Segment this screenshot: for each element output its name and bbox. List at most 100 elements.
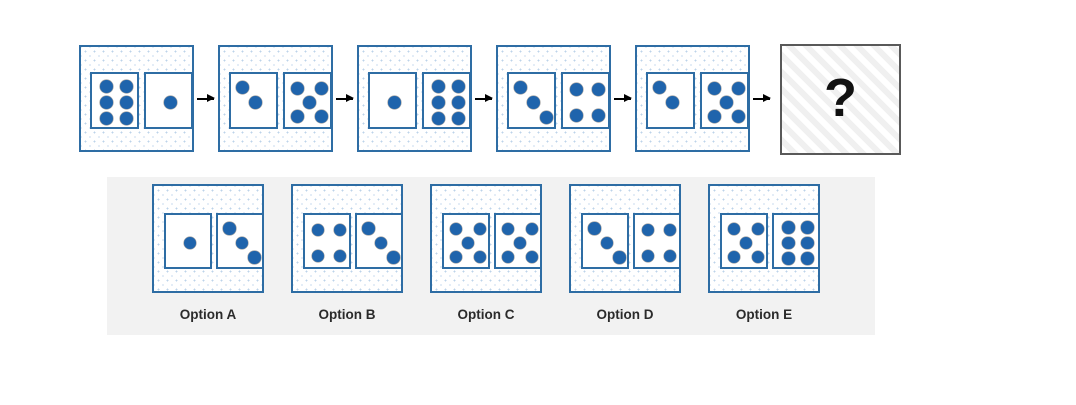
question-panel: ?	[780, 44, 901, 155]
option-label-B[interactable]: Option B	[318, 307, 376, 322]
option-panel-B-right-die	[355, 213, 403, 269]
sequence-panel-2-left-die-dot-1	[236, 81, 250, 95]
sequence-panel-1-right-die-dot-1	[164, 96, 177, 109]
option-panel-B[interactable]	[291, 184, 403, 293]
sequence-panel-1-left-die-dot-3	[100, 96, 114, 109]
option-panel-C[interactable]	[430, 184, 542, 293]
sequence-panel-3-left-die-dot-1	[388, 96, 401, 109]
option-panel-E-right-die-dot-2	[801, 221, 814, 234]
sequence-panel-5-right-die	[700, 72, 749, 129]
option-panel-C-left-die-dot-2	[473, 222, 487, 236]
option-panel-E-left-die-dot-2	[751, 222, 765, 236]
sequence-panel-3-right-die-dot-3	[432, 96, 446, 109]
sequence-panel-1-right-die	[144, 72, 193, 129]
option-panel-B-right-die-dot-2	[374, 236, 388, 250]
sequence-panel-3-right-die-dot-1	[432, 80, 446, 94]
sequence-panel-3-left-die	[368, 72, 417, 129]
option-panel-E-right-die-dot-1	[782, 221, 795, 234]
sequence-panel-2-right-die-dot-3	[303, 96, 316, 109]
option-panel-C-left-die-dot-3	[461, 236, 475, 250]
sequence-panel-4-right-die-dot-2	[592, 82, 606, 96]
sequence-panel-5-right-die-dot-3	[720, 96, 733, 109]
sequence-panel-3-right-die-dot-6	[451, 111, 465, 125]
sequence-panel-3-right-die-dot-4	[451, 96, 465, 109]
sequence-panel-5	[635, 45, 750, 152]
sequence-panel-5-right-die-dot-4	[707, 110, 721, 124]
option-panel-B-left-die-dot-1	[311, 223, 325, 237]
option-panel-D-right-die	[633, 213, 681, 269]
option-panel-C-left-die-dot-4	[449, 250, 463, 264]
sequence-panel-3-right-die-dot-2	[451, 80, 465, 94]
sequence-panel-1-left-die-dot-5	[100, 111, 114, 125]
option-panel-C-left-die-dot-1	[449, 222, 463, 236]
question-mark: ?	[824, 67, 857, 128]
option-panel-C-left-die-dot-5	[473, 250, 487, 264]
option-panel-E-left-die	[720, 213, 768, 269]
sequence-panel-2	[218, 45, 333, 152]
option-panel-E[interactable]	[708, 184, 820, 293]
sequence-panel-4-left-die-dot-2	[527, 96, 540, 109]
option-panel-A-right-die	[216, 213, 264, 269]
option-panel-D-right-die-dot-4	[663, 249, 677, 263]
sequence-panel-4	[496, 45, 611, 152]
sequence-panel-4-left-die-dot-3	[539, 110, 553, 124]
option-panel-E-left-die-dot-1	[727, 222, 741, 236]
option-panel-C-left-die	[442, 213, 490, 269]
sequence-panel-2-left-die-dot-2	[249, 96, 262, 109]
sequence-panel-5-left-die-dot-2	[666, 96, 679, 109]
option-panel-B-left-die	[303, 213, 351, 269]
option-panel-E-right-die-dot-6	[801, 252, 814, 265]
option-panel-D-left-die-dot-1	[588, 222, 601, 235]
sequence-panel-2-left-die	[229, 72, 278, 129]
option-panel-D-right-die-dot-3	[641, 249, 655, 263]
option-panel-C-right-die-dot-4	[501, 250, 515, 264]
arrow-icon-4	[614, 94, 632, 102]
option-panel-E-left-die-dot-4	[727, 250, 741, 264]
option-panel-D-right-die-dot-2	[663, 223, 677, 237]
option-panel-B-left-die-dot-4	[333, 249, 347, 263]
option-panel-D-left-die	[581, 213, 629, 269]
sequence-panel-5-left-die	[646, 72, 695, 129]
sequence-panel-2-right-die-dot-4	[290, 110, 304, 124]
option-panel-A-right-die-dot-3	[248, 251, 261, 264]
option-panel-D-left-die-dot-3	[613, 251, 626, 264]
option-panel-E-left-die-dot-5	[751, 250, 765, 264]
option-panel-A[interactable]	[152, 184, 264, 293]
option-panel-A-right-die-dot-1	[223, 222, 236, 235]
sequence-panel-4-right-die-dot-1	[569, 82, 583, 96]
option-panel-D-left-die-dot-2	[600, 236, 614, 250]
sequence-panel-4-left-die	[507, 72, 556, 129]
option-panel-C-right-die-dot-2	[525, 222, 539, 236]
option-panel-B-left-die-dot-3	[311, 249, 325, 263]
option-panel-D-right-die-dot-1	[641, 223, 655, 237]
sequence-panel-5-right-die-dot-5	[732, 110, 746, 124]
option-panel-E-right-die-dot-5	[782, 252, 795, 265]
option-panel-C-right-die-dot-1	[501, 222, 515, 236]
option-label-E[interactable]: Option E	[735, 307, 793, 322]
sequence-panel-1-left-die-dot-1	[100, 80, 114, 94]
option-label-C[interactable]: Option C	[457, 307, 515, 322]
option-panel-C-right-die-dot-5	[525, 250, 539, 264]
sequence-panel-2-right-die-dot-5	[315, 110, 329, 124]
sequence-panel-5-left-die-dot-1	[653, 81, 667, 95]
arrow-icon-5	[753, 94, 771, 102]
option-panel-B-right-die-dot-3	[387, 251, 400, 264]
sequence-panel-4-right-die-dot-3	[569, 109, 583, 123]
option-panel-D[interactable]	[569, 184, 681, 293]
sequence-panel-1	[79, 45, 194, 152]
arrow-icon-2	[336, 94, 354, 102]
sequence-panel-3-right-die	[422, 72, 471, 129]
sequence-panel-1-left-die	[90, 72, 139, 129]
sequence-panel-1-left-die-dot-2	[119, 80, 133, 94]
option-panel-B-left-die-dot-2	[333, 223, 347, 237]
option-label-D[interactable]: Option D	[596, 307, 654, 322]
option-panel-E-right-die-dot-4	[801, 236, 814, 250]
option-label-A[interactable]: Option A	[179, 307, 237, 322]
option-panel-E-right-die	[772, 213, 820, 269]
sequence-panel-3	[357, 45, 472, 152]
sequence-panel-4-right-die-dot-4	[592, 109, 606, 123]
sequence-panel-5-right-die-dot-1	[707, 81, 721, 95]
sequence-panel-2-right-die-dot-1	[290, 81, 304, 95]
option-panel-B-right-die-dot-1	[362, 222, 375, 235]
